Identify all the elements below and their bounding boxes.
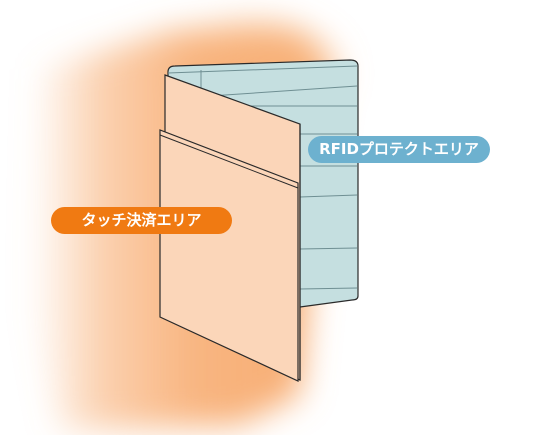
front-pocket-top-edge xyxy=(159,134,299,189)
divider-line xyxy=(299,194,358,198)
front-pocket xyxy=(159,129,299,382)
touch-area-label: タッチ決済エリア xyxy=(51,207,232,234)
divider-line xyxy=(299,287,358,290)
divider-line xyxy=(299,247,358,250)
divider-line xyxy=(167,65,358,74)
divider-line xyxy=(209,85,358,97)
back-panel-dividers xyxy=(167,65,358,290)
rfid-area-label: RFIDプロテクトエリア xyxy=(308,136,490,163)
